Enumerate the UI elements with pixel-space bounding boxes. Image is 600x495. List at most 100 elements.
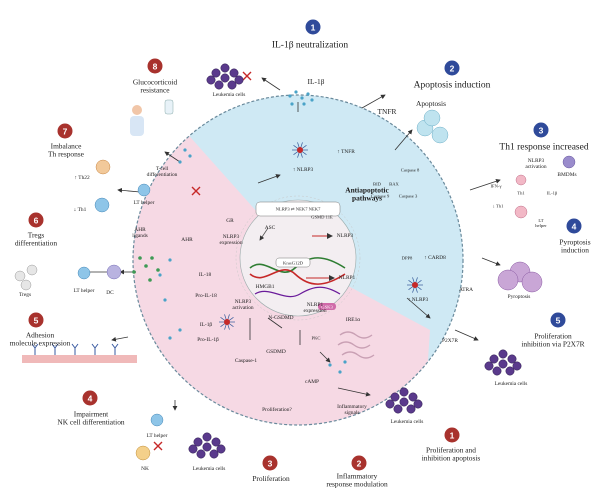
adhesion-molecule bbox=[31, 343, 39, 355]
cytokine-dot bbox=[294, 90, 298, 94]
lbl-nlrp3-expression: NLRP3 expression bbox=[219, 233, 243, 246]
th22-cell bbox=[95, 159, 111, 175]
badge-m8: 8 bbox=[147, 58, 163, 74]
leukemia-cluster-left-cell bbox=[188, 444, 198, 454]
lbl-caspase8: Caspase 8 bbox=[400, 167, 420, 173]
lbl-bmdms: BMDMs bbox=[557, 171, 577, 178]
cytokine-dot bbox=[300, 96, 304, 100]
cytokine-dot bbox=[288, 94, 292, 98]
leukemia-cluster-right-cell bbox=[507, 354, 517, 364]
lbl-camp: cAMP bbox=[304, 378, 320, 385]
badge-p3: 3 bbox=[262, 455, 278, 471]
badge-p1: 1 bbox=[444, 427, 460, 443]
title-proliferation-inhibition: Proliferation inhibition via P2X7R bbox=[521, 331, 585, 349]
cytokine-dot bbox=[188, 154, 192, 158]
cytokine-dot bbox=[302, 102, 306, 106]
lbl-lt-helper-right: LT helper bbox=[535, 217, 547, 228]
center-gsk: GSK3 bbox=[321, 304, 333, 310]
pyroptotic-cell bbox=[497, 269, 519, 291]
leukemia-cluster-bottom-cell bbox=[399, 397, 409, 407]
cytokine-dot bbox=[290, 102, 294, 106]
leukemia-cluster-left-cell bbox=[196, 449, 206, 459]
lbl-caspase9: Caspase 9 bbox=[370, 193, 390, 199]
lbl-up-nlrp3-right: ↑ NLRP3 bbox=[407, 296, 429, 303]
title-nk-impairment: Impairment NK cell differentiation bbox=[57, 409, 125, 427]
lbl-leukemia-right: Leukemia cells bbox=[494, 380, 528, 387]
lbl-tcell-diff: T-cell differentiation bbox=[146, 165, 178, 178]
leukemia-cluster-top-cell bbox=[234, 75, 244, 85]
title-pyroptosis-induction: Pyroptosis induction bbox=[559, 237, 591, 255]
lbl-ahr-ligands: AHR ligands bbox=[132, 226, 148, 239]
inflammasome-left-core bbox=[224, 319, 230, 325]
leukemia-cluster-right-cell bbox=[489, 354, 499, 364]
bmdm-cell bbox=[562, 155, 576, 169]
center-nlrp3: NLRP3 bbox=[336, 232, 354, 239]
inner-dashed-ring bbox=[235, 195, 361, 321]
lbl-th1: Th1 bbox=[517, 190, 525, 196]
badge-m3: 3 bbox=[533, 122, 549, 138]
lbl-il1b-left: IL-1β bbox=[199, 321, 213, 328]
ligand-dot bbox=[144, 264, 148, 268]
title-inflammatory-modulation: Inflammatory response modulation bbox=[326, 471, 388, 489]
lbl-il18: IL-18 bbox=[198, 271, 212, 278]
center-nlrp3-complex: NLRP3 ⇄ NEK7 NEK7 bbox=[275, 206, 321, 212]
patient-body-icon bbox=[130, 116, 144, 136]
lbl-lt-helper-left: LT helper bbox=[133, 199, 155, 206]
title-imbalance-th: Imbalance Th response bbox=[48, 141, 84, 159]
lt-helper-cell-right bbox=[514, 205, 528, 219]
badge-p4: 4 bbox=[82, 390, 98, 406]
badge-p6: 6 bbox=[28, 212, 44, 228]
title-th1-response: Th1 response increased bbox=[499, 142, 589, 153]
leukemia-cluster-bottom-cell bbox=[399, 387, 409, 397]
leukemia-cluster-top-cell bbox=[211, 68, 221, 78]
badge-m1: 1 bbox=[305, 19, 321, 35]
leukemia-cluster-left-cell bbox=[209, 449, 219, 459]
lbl-gr: GR bbox=[226, 217, 234, 224]
ligand-dot bbox=[150, 256, 154, 260]
title-tregs-diff: Tregs differentiation bbox=[14, 230, 58, 248]
lbl-pyroptosis: Pyroptosis bbox=[507, 293, 531, 300]
leukemia-cluster-top-cell bbox=[220, 73, 230, 83]
title-adhesion: Adhesion molecule expression bbox=[9, 330, 71, 348]
leukemia-cluster-left-cell bbox=[216, 444, 226, 454]
kras-box bbox=[275, 257, 311, 268]
nk-cell bbox=[135, 445, 151, 461]
cytokine-dot bbox=[328, 363, 332, 367]
leukemia-cluster-right-cell bbox=[498, 349, 508, 359]
center-kras: KrasG12D bbox=[283, 260, 303, 266]
cells-layer bbox=[14, 63, 576, 461]
lbl-lt-helper-bottom: LT helper bbox=[146, 432, 168, 439]
cytokine-dot bbox=[178, 328, 182, 332]
lbl-ahr: AHR bbox=[181, 236, 193, 243]
leukemia-cluster-right-cell bbox=[492, 366, 502, 376]
lbl-up-nlrp3-top: ↑ NLRP3 bbox=[292, 166, 314, 173]
leukemia-cluster-bottom-cell bbox=[413, 399, 423, 409]
lbl-caspase1: Caspase-1 bbox=[234, 357, 258, 364]
lbl-dc: DC bbox=[106, 289, 114, 296]
lbl-nlrp1-expression: NLRP1 expression bbox=[303, 301, 327, 314]
outer-dashed-ring bbox=[132, 94, 464, 426]
treg-cell bbox=[26, 264, 38, 276]
nlrp3-complex-box bbox=[255, 201, 341, 217]
leukemia-cluster-top-cell bbox=[214, 80, 224, 90]
leukemia-cluster-top-cell bbox=[206, 75, 216, 85]
leukemia-cluster-top-cell bbox=[220, 63, 230, 73]
lbl-nk: NK bbox=[141, 465, 149, 472]
cytokine-dot bbox=[168, 258, 172, 262]
lbl-ifn: IFN-γ bbox=[490, 183, 502, 189]
center-asc: ASC bbox=[264, 224, 276, 231]
adhesion-molecule bbox=[111, 343, 119, 355]
patient-icon bbox=[132, 105, 142, 115]
lbl-ire1a: IRE1α bbox=[345, 316, 361, 323]
cytokine-dot bbox=[168, 336, 172, 340]
lbl-pro-il1b: Pro-IL-1β bbox=[197, 336, 219, 343]
cytokine-dot bbox=[158, 273, 162, 277]
lbl-caspase3: Caspase 3 bbox=[398, 193, 418, 199]
center-dna bbox=[249, 257, 346, 298]
center-ganzyme: GSMD 11E bbox=[311, 214, 333, 220]
leukemia-cluster-right-cell bbox=[484, 361, 494, 371]
iv-bag-icon bbox=[164, 99, 174, 115]
block-x-icon-top bbox=[242, 71, 252, 81]
badge-m4: 4 bbox=[566, 218, 582, 234]
